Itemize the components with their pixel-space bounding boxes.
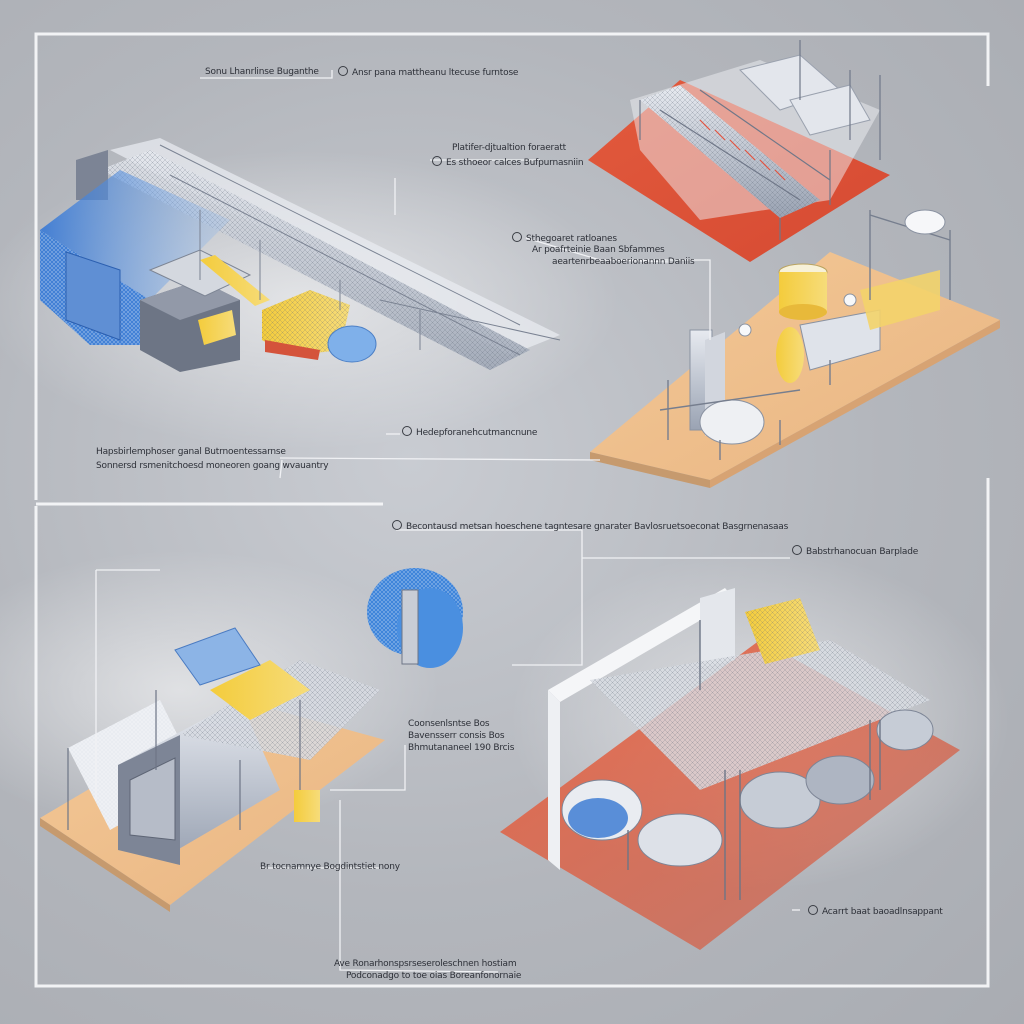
annotation-a2-line2: Es sthoeor calces Bufpurnasniin [432, 156, 584, 169]
callout-marker-icon [808, 905, 818, 915]
callout-marker-icon [512, 232, 522, 242]
annotation-a2-line1: Platifer-djtualtion foraeratt [452, 143, 567, 153]
annotation-a10-line2: Podconadgo to toe oias Boreanfonornaie [346, 971, 522, 981]
annotation-a3-line1: Sthegoaret ratloanes [512, 232, 617, 245]
annotation-a6: Becontausd metsan hoeschene tagntesare g… [392, 520, 788, 533]
annotation-a4: Hedepforanehcutmancnune [402, 426, 537, 439]
annotation-a11-text: Acarrt baat baoadlnsappant [822, 907, 943, 917]
annotation-a6-text: Becontausd metsan hoeschene tagntesare g… [406, 522, 789, 532]
annotation-a1-line2-text: Ansr pana mattheanu ltecuse furntose [352, 68, 519, 78]
annotation-a7: Babstrhanocuan Barplade [792, 545, 918, 558]
annotation-a8-line1: Coonsenlsntse Bos [408, 719, 490, 729]
frame-lines [34, 32, 990, 988]
callout-marker-icon [338, 66, 348, 76]
annotation-a5-line1: Hapsbirlemphoser ganal Butrnoentessarnse [96, 447, 286, 457]
annotation-a9: Br tocnamnye Bogdintstiet nony [260, 862, 400, 872]
machine-bottom-right-red [500, 588, 960, 950]
annotation-a1-line2: Ansr pana mattheanu ltecuse furntose [338, 66, 518, 79]
annotation-a3-line2: Ar poafrteinie Baan Sbfammes [532, 245, 665, 255]
annotation-a10-line1: Ave Ronarhonspsrseseroleschnen hostiam [334, 959, 517, 969]
annotation-a11: Acarrt baat baoadlnsappant [808, 905, 943, 918]
machine-middle-right-tan [590, 209, 1000, 488]
leader-lines [95, 70, 800, 973]
callout-marker-icon [432, 156, 442, 166]
annotation-a1-line1: Sonu Lhanrlinse Buganthe [205, 67, 319, 77]
annotation-a8-line3: Bhmutananeel 190 Brcis [408, 743, 515, 753]
annotation-a2-line2-text: Es sthoeor calces Bufpurnasniin [446, 158, 584, 168]
callout-marker-icon [792, 545, 802, 555]
machine-top-right-red [588, 40, 890, 262]
annotation-a3-line3: aeartenrbeaaboerionannn Daniis [552, 257, 695, 267]
machine-top-left [40, 138, 561, 372]
annotation-a7-text: Babstrhanocuan Barplade [806, 547, 919, 557]
callout-marker-icon [392, 520, 402, 530]
callout-marker-icon [402, 426, 412, 436]
annotation-a8-line2: Bavensserr consis Bos [408, 731, 505, 741]
annotation-a5-line2: Sonnersd rsmenitchoesd moneoren goang wv… [96, 461, 329, 471]
annotation-a3-line1-text: Sthegoaret ratloanes [526, 234, 617, 244]
machine-bottom-left [40, 568, 463, 912]
annotation-a4-text: Hedepforanehcutmancnune [416, 428, 538, 438]
